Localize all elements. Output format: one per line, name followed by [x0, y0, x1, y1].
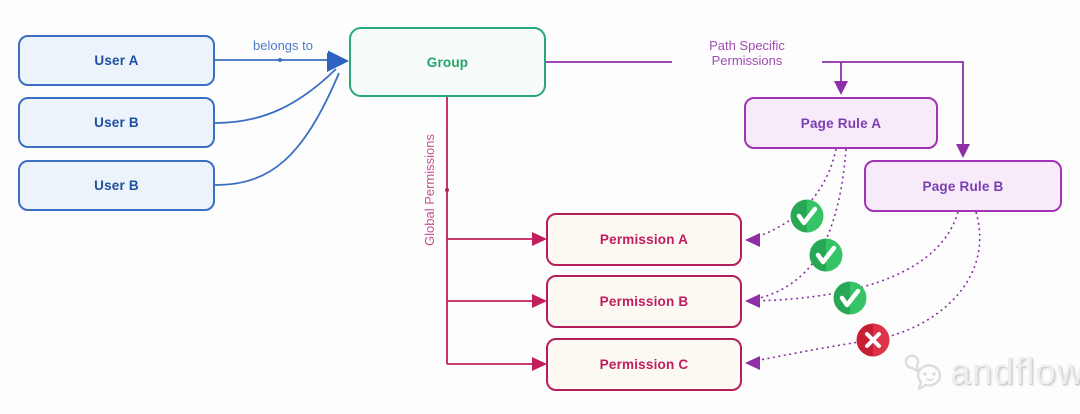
watermark: andflow	[898, 348, 1080, 396]
node-label: User A	[94, 53, 139, 68]
check-icon-1	[790, 199, 824, 233]
cross-icon-1	[856, 323, 890, 357]
node-page-rule-a: Page Rule A	[744, 97, 938, 149]
edge-label-anchor-dot	[278, 58, 282, 62]
edge-label-belongs-to: belongs to	[238, 38, 328, 53]
chat-clouds-icon	[904, 354, 942, 391]
arrowhead-into-permission-b	[532, 294, 547, 308]
node-label: Group	[426, 54, 469, 70]
node-user-b-1: User B	[18, 97, 215, 148]
edge-users-to-group	[214, 59, 340, 186]
node-user-b-2: User B	[18, 160, 215, 211]
node-permission-a: Permission A	[546, 213, 742, 266]
arrowhead-into-permission-a	[532, 232, 547, 246]
node-label: Permission B	[599, 294, 689, 309]
watermark-text: andflow	[950, 351, 1080, 392]
node-permission-c: Permission C	[546, 338, 742, 391]
node-page-rule-b: Page Rule B	[864, 160, 1062, 212]
check-icon-3	[833, 281, 867, 315]
node-label: Permission A	[599, 232, 689, 247]
node-label: User B	[94, 178, 139, 193]
node-permission-b: Permission B	[546, 275, 742, 328]
node-label: Page Rule A	[800, 115, 882, 131]
dotted-arrowhead-into-permission-b	[745, 294, 760, 308]
dotted-arrowhead-into-permission-a	[745, 233, 760, 247]
edge-label-path-specific-permissions: Path Specific Permissions	[672, 38, 822, 68]
edge-label-global-permissions: Global Permissions	[422, 134, 437, 246]
edge-label-anchor-dot	[445, 188, 449, 192]
dotted-arrowhead-into-permission-c	[745, 356, 760, 370]
node-group: Group	[349, 27, 546, 97]
arrowhead-into-group	[327, 50, 349, 72]
edge-group-to-permissions	[446, 97, 536, 365]
arrowhead-into-page-rule-b	[956, 144, 970, 158]
node-user-a: User A	[18, 35, 215, 86]
node-label: Page Rule B	[922, 178, 1004, 194]
arrowhead-into-page-rule-a	[834, 81, 848, 95]
node-label: User B	[94, 115, 139, 130]
check-icon-2	[809, 238, 843, 272]
node-label: Permission C	[599, 357, 689, 372]
arrowhead-into-permission-c	[532, 357, 547, 371]
